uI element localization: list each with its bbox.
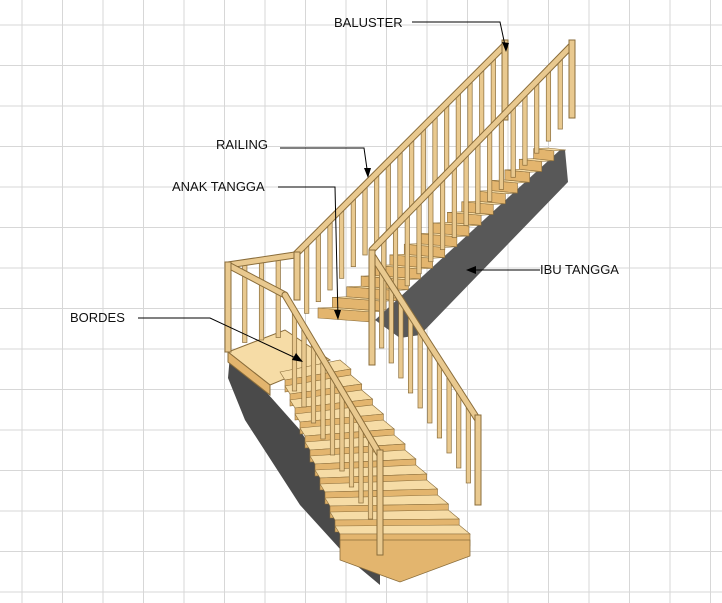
upper-outer-railing	[292, 42, 508, 258]
lower-tread	[334, 524, 471, 535]
upper-inner-top-post	[568, 39, 576, 119]
lower-outer-baluster	[348, 406, 355, 488]
upper-inner-baluster	[428, 189, 434, 263]
upper-inner-baluster	[510, 104, 516, 178]
label-railing: RAILING	[216, 137, 268, 152]
upper-outer-top-post	[501, 39, 509, 121]
upper-outer-baluster	[479, 67, 485, 139]
upper-outer-baluster	[420, 126, 426, 198]
upper-outer-baluster	[385, 161, 391, 233]
upper-inner-baluster	[416, 201, 422, 275]
lower-outer-baluster	[339, 390, 345, 472]
lower-inner-baluster	[417, 329, 423, 409]
lower-outer-baluster	[291, 310, 298, 392]
lower-outer-baluster	[310, 342, 317, 424]
lower-inner-baluster	[427, 344, 433, 424]
lower-outer-baluster	[367, 438, 374, 520]
lower-inner-baluster	[456, 389, 462, 469]
upper-inner-baluster	[451, 165, 457, 238]
lower-outer-baluster	[358, 422, 364, 504]
leader-arrows	[292, 42, 509, 362]
upper-tread	[533, 147, 567, 152]
upper-outer-baluster	[409, 137, 415, 209]
upper-outer-baluster	[350, 196, 356, 268]
landing-corner-post	[224, 261, 232, 353]
landing-post	[293, 251, 301, 301]
lower-inner-baluster	[436, 359, 443, 439]
upper-inner-baluster	[557, 56, 563, 130]
label-anak-tangga: ANAK TANGGA	[172, 179, 265, 194]
bordes-leader	[138, 317, 301, 361]
upper-outer-baluster	[362, 184, 368, 256]
lower-inner-baluster	[388, 284, 394, 364]
upper-stringer	[375, 150, 568, 338]
lower-inner-baluster	[379, 269, 385, 349]
landing-baluster	[258, 259, 265, 341]
landing-baluster	[275, 257, 281, 338]
bottom-step	[339, 539, 471, 583]
baluster-arrowhead	[502, 42, 509, 52]
upper-outer-baluster	[490, 56, 496, 128]
label-ibu-tangga: IBU TANGGA	[540, 262, 619, 277]
upper-inner-baluster	[475, 141, 481, 214]
upper-inner-baluster	[522, 92, 528, 166]
label-baluster: BALUSTER	[334, 15, 403, 30]
upper-outer-baluster	[397, 149, 403, 221]
baluster-leader	[412, 21, 507, 51]
bordes-arrowhead	[292, 353, 303, 362]
upper-inner-baluster	[404, 213, 410, 287]
upper-inner-baluster	[545, 68, 552, 142]
upper-outer-baluster	[304, 242, 310, 314]
upper-outer-baluster	[374, 172, 380, 244]
upper-outer-baluster	[315, 231, 321, 303]
upper-inner-baluster	[440, 177, 446, 250]
label-bordes: BORDES	[70, 310, 125, 325]
railings	[224, 39, 576, 556]
anak-tangga-arrowhead	[334, 310, 341, 320]
upper-inner-baluster	[487, 129, 493, 202]
lower-inner-baluster	[465, 404, 471, 484]
upper-outer-baluster	[339, 207, 345, 279]
lower-inner-top-post	[368, 249, 376, 366]
lower-inner-baluster	[407, 314, 414, 394]
upper-inner-baluster	[534, 80, 540, 154]
landing-side	[227, 350, 271, 397]
upper-inner-baluster	[463, 153, 469, 226]
landing-side-railing	[225, 262, 288, 298]
upper-inner-railing	[369, 42, 575, 253]
lower-inner-end-post	[474, 414, 482, 506]
railing-arrowhead	[364, 168, 371, 178]
upper-outer-baluster	[444, 102, 450, 174]
lower-inner-railing	[369, 252, 481, 423]
lower-outer-baluster	[320, 358, 326, 440]
lower-outer-baluster	[301, 326, 307, 408]
lower-outer-railing	[282, 292, 383, 458]
lower-inner-baluster	[398, 299, 404, 379]
lower-outer-end-post	[376, 449, 384, 556]
lower-inner-baluster	[446, 374, 452, 454]
upper-outer-baluster	[327, 219, 333, 291]
railing-leader	[280, 147, 369, 177]
upper-outer-baluster	[467, 79, 473, 151]
lower-outer-baluster	[329, 374, 336, 456]
upper-inner-baluster	[498, 117, 504, 190]
ibu-tangga-arrowhead	[466, 266, 476, 274]
leader-lines	[138, 21, 540, 361]
upper-outer-baluster	[455, 91, 461, 163]
upper-outer-baluster	[432, 114, 438, 186]
lower-tread	[329, 509, 460, 521]
anak-tangga-leader	[278, 186, 339, 319]
landing-back-railing	[225, 252, 298, 268]
